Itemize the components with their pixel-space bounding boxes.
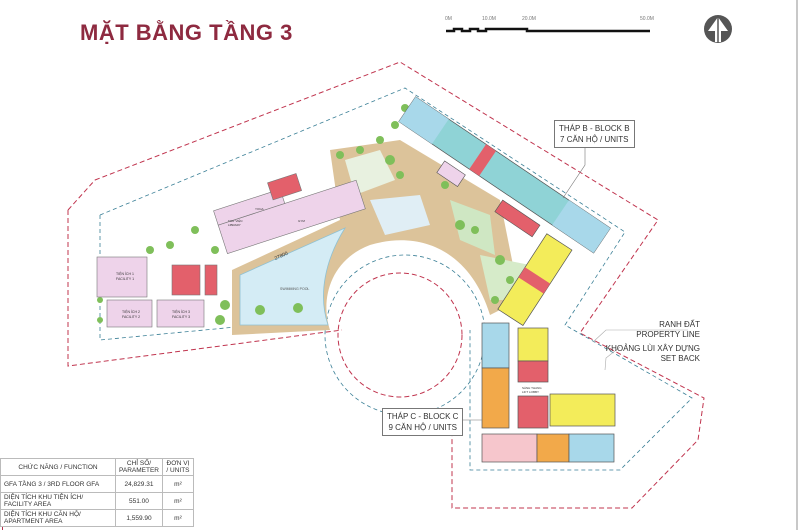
block-c-tag: THÁP C - BLOCK C 9 CĂN HỘ / UNITS	[382, 408, 464, 436]
table-header: CHỨC NĂNG / FUNCTION CHỈ SỐ/ PARAMETER Đ…	[0, 458, 194, 476]
cell-value: 1,559.90	[115, 509, 163, 527]
cell-function: DIỆN TÍCH KHU TIỆN ÍCH/ FACILITY AREA	[0, 492, 116, 510]
sheet-border	[796, 0, 798, 530]
property-line-vn: RANH ĐẤT	[659, 320, 700, 329]
kids-pool	[370, 195, 430, 235]
pool-label: SWIMMING POOL	[280, 287, 309, 291]
block-b	[398, 96, 611, 254]
leader-line	[562, 145, 586, 199]
property-line-en: PROPERTY LINE	[636, 330, 700, 339]
trees	[97, 104, 514, 325]
property-line	[67, 61, 705, 509]
facility-3-label: TIỆN ÍCH 3	[172, 309, 190, 314]
yoga-label: YOGA	[255, 207, 264, 211]
facility-3-label-en: FACILITY 3	[172, 315, 190, 319]
setback-vn: KHOẢNG LÙI XÂY DỰNG	[605, 344, 700, 353]
facility-1-label: TIỆN ÍCH 1	[116, 271, 134, 276]
table-row: DIỆN TÍCH KHU CĂN HỘ/ APARTMENT AREA 1,5…	[0, 509, 194, 527]
library-label-en: LIBRARY	[228, 223, 241, 227]
header-function: CHỨC NĂNG / FUNCTION	[0, 458, 116, 476]
cell-unit: m²	[161, 509, 194, 527]
table-row: DIỆN TÍCH KHU TIỆN ÍCH/ FACILITY AREA 55…	[0, 492, 194, 510]
lift-lobby-label-en: LIFT LOBBY	[522, 390, 539, 394]
scale-tick: 50.0M	[640, 16, 654, 22]
setback-en: SET BACK	[660, 354, 700, 363]
header-parameter: CHỈ SỐ/ PARAMETER	[115, 458, 163, 476]
gym-label: GYM	[298, 219, 305, 223]
block-b-units: 7 CĂN HỘ / UNITS	[560, 135, 629, 144]
pool-dimension: 27800	[274, 251, 289, 262]
cell-unit: m²	[161, 492, 194, 510]
facility-2-label: TIỆN ÍCH 2	[122, 309, 140, 314]
header-units: ĐƠN VỊ / UNITS	[161, 458, 194, 476]
scale-tick: 0M	[445, 16, 452, 22]
cell-value: 551.00	[115, 492, 163, 510]
page-title: MẶT BẰNG TẦNG 3	[80, 20, 293, 45]
table-row: GFA TẦNG 3 / 3RD FLOOR GFA 24,829.31 m²	[0, 475, 194, 493]
north-arrow-icon	[704, 15, 732, 43]
facility-1-label-en: FACILITY 1	[116, 277, 134, 281]
leader-line	[592, 329, 688, 343]
library-label: THƯ VIỆN	[228, 218, 242, 223]
pool	[239, 227, 347, 326]
block-c-units: 9 CĂN HỘ / UNITS	[388, 423, 457, 432]
cell-function: GFA TẦNG 3 / 3RD FLOOR GFA	[0, 475, 116, 493]
block-b-tag: THÁP B - BLOCK B 7 CĂN HỘ / UNITS	[554, 120, 635, 148]
inner-setback-circle	[324, 254, 486, 416]
cell-unit: m²	[161, 475, 194, 493]
setback-note: KHOẢNG LÙI XÂY DỰNG SET BACK	[595, 344, 700, 364]
lift-lobby-label: SẢNH THANG	[522, 385, 542, 390]
amenity-wing: TIỆN ÍCH 1 FACILITY 1 TIỆN ÍCH 2 FACILIT…	[96, 173, 366, 328]
cell-function: DIỆN TÍCH KHU CĂN HỘ/ APARTMENT AREA	[0, 509, 116, 527]
block-b-south	[497, 233, 573, 327]
facility-2-label-en: FACILITY 2	[122, 315, 140, 319]
block-b-title: THÁP B - BLOCK B	[559, 124, 630, 133]
area-table: CHỨC NĂNG / FUNCTION CHỈ SỐ/ PARAMETER Đ…	[0, 458, 194, 527]
scale-tick: 10.0M	[482, 16, 496, 22]
scale-tick: 20.0M	[522, 16, 536, 22]
scale-bar: 0M 10.0M 20.0M 50.0M	[445, 16, 654, 33]
property-line-note: RANH ĐẤT PROPERTY LINE	[600, 320, 700, 340]
setback-line	[99, 87, 693, 471]
leader-line	[604, 346, 621, 371]
block-c: SẢNH THANG LIFT LOBBY	[481, 322, 616, 463]
block-c-title: THÁP C - BLOCK C	[387, 412, 459, 421]
inner-property-circle	[337, 272, 463, 398]
cell-value: 24,829.31	[115, 475, 163, 493]
